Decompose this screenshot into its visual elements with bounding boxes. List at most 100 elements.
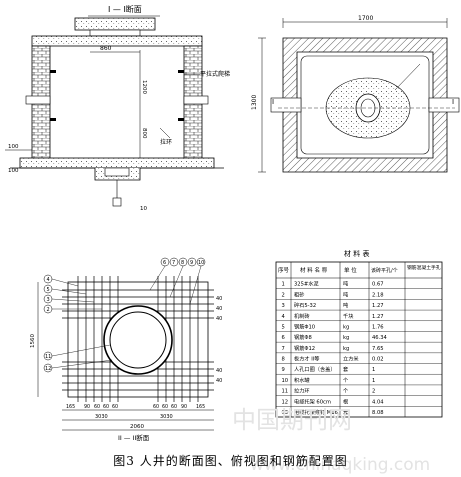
manhole-collar: [89, 29, 141, 37]
table-cell: 1.27: [372, 303, 384, 309]
table-cell: 0.67: [372, 282, 384, 288]
table-cell: 碎石5-32: [294, 301, 316, 309]
dim-mid-left: 3030: [95, 414, 108, 420]
right-dim-4: 40: [216, 368, 222, 374]
dim-b3: 60: [103, 404, 109, 410]
table-cell: 46.34: [372, 335, 388, 341]
label-ladder: 平拉式爬梯: [200, 70, 230, 78]
th-index: 序号: [278, 266, 290, 274]
dim-b8: 90: [181, 404, 187, 410]
table-cell: 7: [282, 346, 285, 352]
table-cell: 机制砖: [294, 312, 310, 320]
right-dim-2: 40: [216, 306, 222, 312]
table-cell: 2.18: [372, 292, 384, 298]
section-view: I — I断面 860 1200 800 100: [5, 4, 230, 212]
rebar-title: II — II断面: [118, 433, 150, 442]
th-qty: 该砖平孔/个: [371, 267, 398, 274]
right-dim-1: 40: [216, 296, 222, 302]
th-name: 材 料 名 称: [300, 266, 328, 274]
table-cell: 吨: [343, 301, 348, 309]
callout-2: 2: [47, 307, 50, 313]
table-cell: 拉力环: [294, 387, 310, 395]
table-cell: 人孔口圈（含盖）: [294, 365, 336, 373]
plan-right-duct: [428, 97, 460, 113]
table-cell: 粗砂: [294, 290, 304, 298]
label-ring: 拉环: [160, 138, 172, 146]
section-title: I — I断面: [108, 4, 142, 14]
table-cell: 根: [343, 397, 348, 405]
table-cell: 2: [282, 292, 285, 298]
callouts-left: 4 5 3 2 11 12: [43, 274, 113, 373]
table-cell: 1.76: [372, 324, 384, 330]
table-cell: 325#水泥: [294, 280, 319, 288]
table-cell: 钢筋Φ10: [294, 322, 315, 330]
table-cell: 12: [282, 399, 289, 405]
material-table: 材 料 表 序号 材 料 名 称 单 位 该砖平孔/个 钢筋混凝土手孔 1 325…: [275, 249, 443, 418]
dim-section-h3: 100: [8, 144, 19, 150]
table-cell: 1: [282, 282, 285, 288]
callout-10: 10: [198, 260, 204, 266]
table-cell: 积水罐: [294, 376, 310, 384]
callout-12: 12: [45, 366, 51, 372]
figure-caption: 图3 人井的断面图、俯视图和钢筋配置图: [113, 454, 348, 468]
dim-plan-width: 1700: [358, 15, 373, 22]
table-cell: 2: [372, 389, 375, 395]
table-cell: 5: [282, 324, 285, 330]
table-cell: 0.02: [372, 357, 384, 363]
section-mark-right: I: [452, 98, 454, 106]
rebar-ring-inner: [109, 311, 167, 369]
dim-b2: 60: [94, 404, 100, 410]
table-cell: 千块: [343, 312, 354, 320]
table-cell: 10: [282, 378, 289, 384]
table-cell: 4.04: [372, 399, 384, 405]
table-cell: 8.08: [372, 410, 384, 416]
table-cell: 套: [343, 365, 349, 373]
roof-slab: [31, 35, 203, 47]
th-unit: 单 位: [344, 266, 357, 274]
dim-rebar-total: 2060: [130, 424, 144, 430]
table-cell: 个: [343, 377, 349, 384]
table-cell: 立方米: [343, 355, 359, 363]
dim-plan-height: 1300: [251, 95, 258, 110]
callout-11: 11: [45, 354, 51, 360]
table-cell: 钢筋Φ12: [294, 344, 315, 352]
callout-7: 7: [172, 260, 175, 266]
dim-b9: 165: [196, 404, 205, 410]
table-cell: 1: [372, 367, 375, 373]
dim-section-h1: 1200: [141, 80, 147, 94]
table-cell: kg: [343, 335, 349, 341]
table-cell: 吨: [343, 280, 348, 288]
table-cell: kg: [343, 346, 349, 352]
dim-b5: 60: [153, 404, 159, 410]
dim-rebar-left: 1560: [30, 334, 36, 348]
dim-b7: 60: [171, 404, 177, 410]
dim-section-h2: 800: [141, 128, 147, 139]
table-title: 材 料 表: [344, 249, 369, 258]
dim-section-width: 860: [100, 45, 112, 52]
th-alt: 钢筋混凝土手孔: [407, 264, 441, 271]
callout-4: 4: [47, 277, 50, 283]
callout-8: 8: [181, 260, 184, 266]
table-cell: 吨: [343, 290, 348, 298]
callout-9: 9: [190, 260, 193, 266]
dim-b0: 165: [66, 404, 75, 410]
dim-b6: 60: [162, 404, 168, 410]
watermark-url: www.chinaqking.com: [250, 455, 430, 475]
dim-b1: 90: [84, 404, 90, 410]
table-cell: 套: [343, 408, 349, 416]
plan-left-duct: [270, 97, 302, 113]
plan-wall-hatched: [282, 37, 448, 173]
table-cell: 板方才 II等: [294, 355, 319, 363]
dim-section-h4: 100: [8, 168, 19, 174]
section-mark-left: I: [272, 98, 274, 106]
table-cell: kg: [343, 324, 349, 330]
table-cell: 1: [372, 378, 375, 384]
table-cell: 11: [282, 389, 289, 395]
rebar-view: 6 7 8 9 10 4 5 3 2 11 12: [30, 257, 222, 442]
table-cell: 4: [282, 314, 286, 320]
table-cell: 7.65: [372, 346, 384, 352]
callouts-right: 40 40 40 40 40: [216, 296, 222, 384]
callout-5: 5: [47, 287, 50, 293]
callouts-top: 6 7 8 9 10: [149, 257, 206, 305]
